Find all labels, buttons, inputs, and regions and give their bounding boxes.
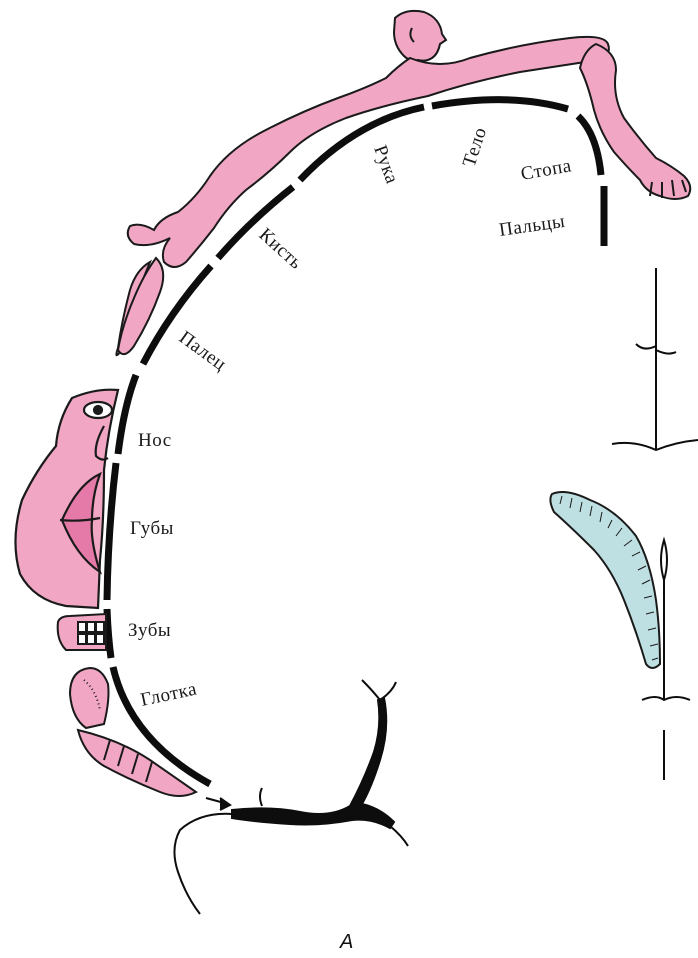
tooth-3 <box>96 622 104 632</box>
label-palets: Палец <box>175 327 230 375</box>
homunculus-head <box>394 11 446 61</box>
arrow-head <box>220 798 230 810</box>
cortex-segment-stopa <box>578 116 601 175</box>
label-kist: Кисть <box>255 224 307 274</box>
homunculus-leg <box>580 44 690 199</box>
tooth-4 <box>78 634 86 644</box>
tooth-2 <box>87 622 95 632</box>
cortex-segment-telo <box>432 100 568 109</box>
tooth-5 <box>87 634 95 644</box>
label-nos: Нос <box>138 430 172 451</box>
label-zuby: Зубы <box>128 620 171 641</box>
homunculus-face <box>15 390 118 608</box>
label-stopa: Стопа <box>519 155 573 185</box>
cortex-segment-zuby <box>107 609 111 658</box>
ventricle-shape <box>550 492 660 668</box>
cortex-segment-nos <box>118 375 136 454</box>
sulcus-small-branch <box>260 788 262 806</box>
figure-caption: А <box>339 931 353 953</box>
tongue <box>70 668 109 728</box>
sulcus-left-branch <box>174 814 232 914</box>
cortex-segment-guby <box>107 463 116 600</box>
homunculus-body <box>116 11 690 355</box>
face-outline <box>15 390 118 608</box>
label-telo: Тело <box>459 125 491 170</box>
label-glotka: Глотка <box>139 678 199 710</box>
brain-sulci <box>174 680 408 914</box>
tooth-1 <box>78 622 86 632</box>
right-sulcus-1 <box>636 268 676 450</box>
lateral-ventricle <box>550 492 660 668</box>
label-paltsy: Пальцы <box>498 211 567 241</box>
sulcus-right-branch <box>390 826 408 846</box>
afferent-arrow <box>206 798 230 810</box>
homunculus-teeth <box>58 614 106 650</box>
tooth-6 <box>96 634 104 644</box>
face-pupil <box>94 406 102 414</box>
sulcus-top-branch <box>362 680 396 700</box>
sulcus-main-branch <box>232 698 394 828</box>
label-guby: Губы <box>130 518 174 539</box>
label-ruka: Рука <box>369 143 402 187</box>
